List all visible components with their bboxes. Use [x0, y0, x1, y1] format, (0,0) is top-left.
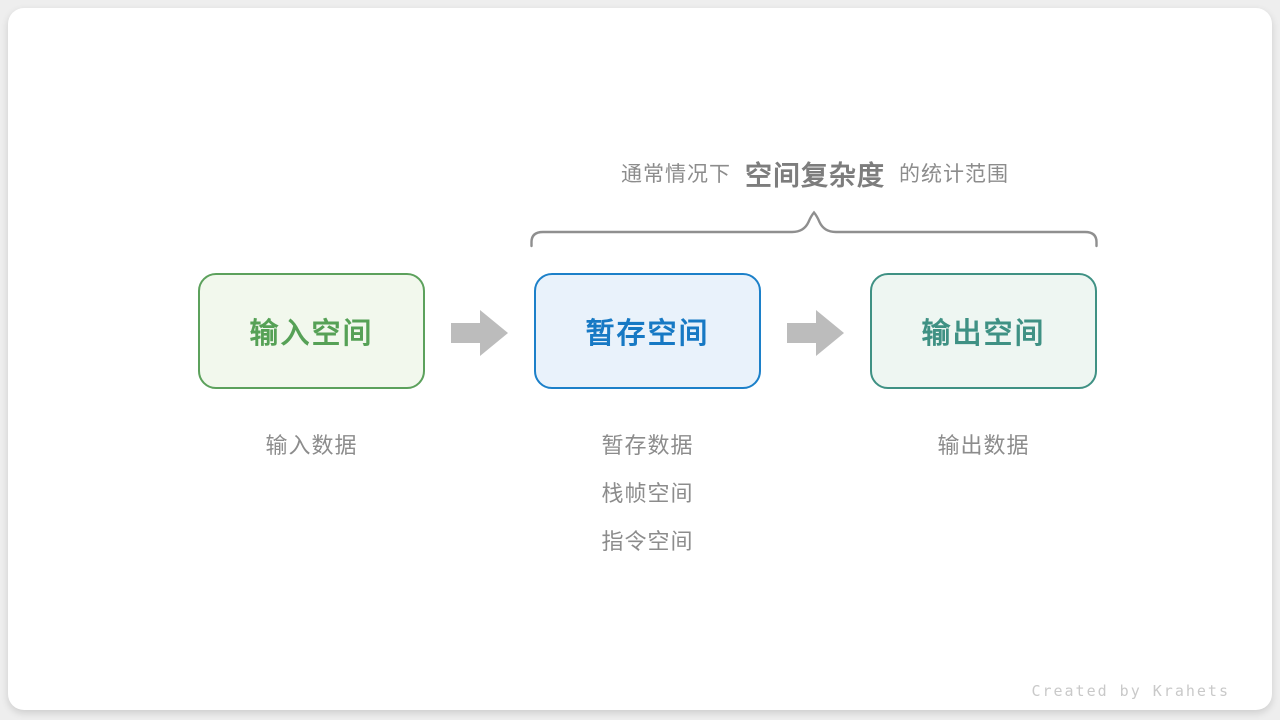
- scope-brace-icon: [530, 209, 1098, 249]
- box-temp-space: 暂存空间: [534, 273, 761, 389]
- box-input-space: 输入空间: [198, 273, 425, 389]
- caption-prefix: 通常情况下: [621, 163, 731, 186]
- credit-text: Created by Krahets: [1031, 682, 1230, 700]
- diagram-card: 通常情况下 空间复杂度 的统计范围 输入空间 暂存空间: [8, 8, 1272, 710]
- scope-caption: 通常情况下 空间复杂度 的统计范围: [532, 152, 1098, 194]
- note-line: 输出数据: [937, 433, 1030, 458]
- note-line: 暂存数据: [601, 433, 694, 458]
- box-input-space-label: 输入空间: [249, 318, 374, 350]
- notes-output: 输出数据: [870, 422, 1097, 470]
- note-line: 输入数据: [265, 433, 358, 458]
- note-line: 指令空间: [601, 529, 694, 554]
- caption-highlight: 空间复杂度: [745, 160, 885, 191]
- box-output-space-label: 输出空间: [921, 318, 1046, 350]
- arrow-right-icon: [787, 310, 844, 356]
- note-line: 栈帧空间: [601, 481, 694, 506]
- caption-suffix: 的统计范围: [899, 163, 1009, 186]
- arrow-right-icon: [451, 310, 508, 356]
- box-output-space: 输出空间: [870, 273, 1097, 389]
- notes-input: 输入数据: [198, 422, 425, 470]
- box-temp-space-label: 暂存空间: [585, 318, 710, 350]
- notes-temp: 暂存数据 栈帧空间 指令空间: [534, 422, 761, 566]
